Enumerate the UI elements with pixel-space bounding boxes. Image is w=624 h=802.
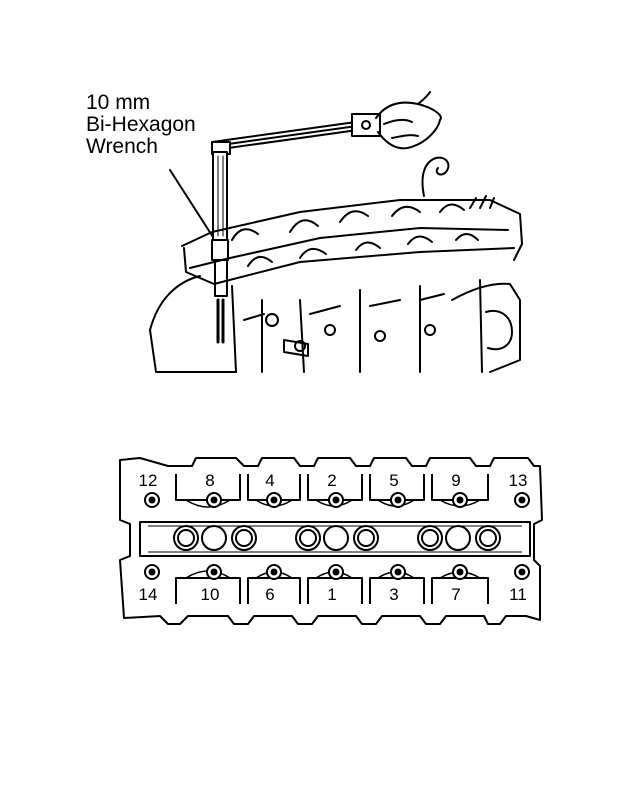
head-bolt-top bbox=[452, 492, 468, 508]
head-bolt-top bbox=[144, 492, 160, 508]
bolt-sequence-number: 1 bbox=[327, 585, 336, 604]
bolt-sequence-number: 8 bbox=[205, 471, 214, 490]
head-bolt-bottom bbox=[452, 564, 468, 580]
head-bolt-bottom bbox=[390, 564, 406, 580]
head-bolt-top bbox=[390, 492, 406, 508]
head-bolt-top bbox=[206, 492, 222, 508]
bolt-sequence-number: 13 bbox=[509, 471, 528, 490]
bolt-sequence-number: 6 bbox=[265, 585, 274, 604]
head-bolt-bottom bbox=[144, 564, 160, 580]
head-bolt-top bbox=[514, 492, 530, 508]
bolt-sequence-number: 4 bbox=[265, 471, 274, 490]
wrench-label-line-2: Bi-Hexagon bbox=[86, 113, 196, 136]
wrench-label-line-1: 10 mm bbox=[86, 91, 151, 114]
leader-line bbox=[169, 169, 221, 249]
wrench-icon bbox=[211, 113, 381, 344]
bolt-sequence-number: 12 bbox=[139, 471, 158, 490]
bolt-sequence-bottom-row: 14 10 6 1 3 7 11 bbox=[139, 585, 527, 604]
head-bolt-bottom bbox=[266, 564, 282, 580]
hand-icon bbox=[375, 91, 442, 150]
bolt-sequence-top-row: 12 8 4 2 5 9 13 bbox=[139, 471, 528, 490]
bolt-sequence-number: 14 bbox=[139, 585, 158, 604]
wrench-label-line-3: Wrench bbox=[86, 135, 158, 158]
bolt-sequence-number: 11 bbox=[509, 585, 527, 604]
head-bolt-top bbox=[328, 492, 344, 508]
cylinder-head-body bbox=[149, 195, 523, 373]
wrench-callout-label: 10 mm Bi-Hexagon Wrench bbox=[86, 92, 196, 158]
cylinder-head-illustration bbox=[149, 91, 523, 373]
head-bolt-top bbox=[266, 492, 282, 508]
bolt-sequence-number: 10 bbox=[201, 585, 220, 604]
head-bolt-bottom bbox=[206, 564, 222, 580]
head-bolts bbox=[144, 492, 530, 580]
spark-plug-tubes bbox=[173, 525, 501, 551]
bolt-sequence-number: 7 bbox=[451, 585, 460, 604]
lifting-hook bbox=[421, 156, 450, 197]
bolt-sequence-number: 3 bbox=[389, 585, 398, 604]
head-bolt-bottom bbox=[514, 564, 530, 580]
bolt-sequence-number: 9 bbox=[451, 471, 460, 490]
head-bolt-bottom bbox=[328, 564, 344, 580]
bolt-sequence-number: 2 bbox=[327, 471, 336, 490]
bolt-sequence-number: 5 bbox=[389, 471, 398, 490]
